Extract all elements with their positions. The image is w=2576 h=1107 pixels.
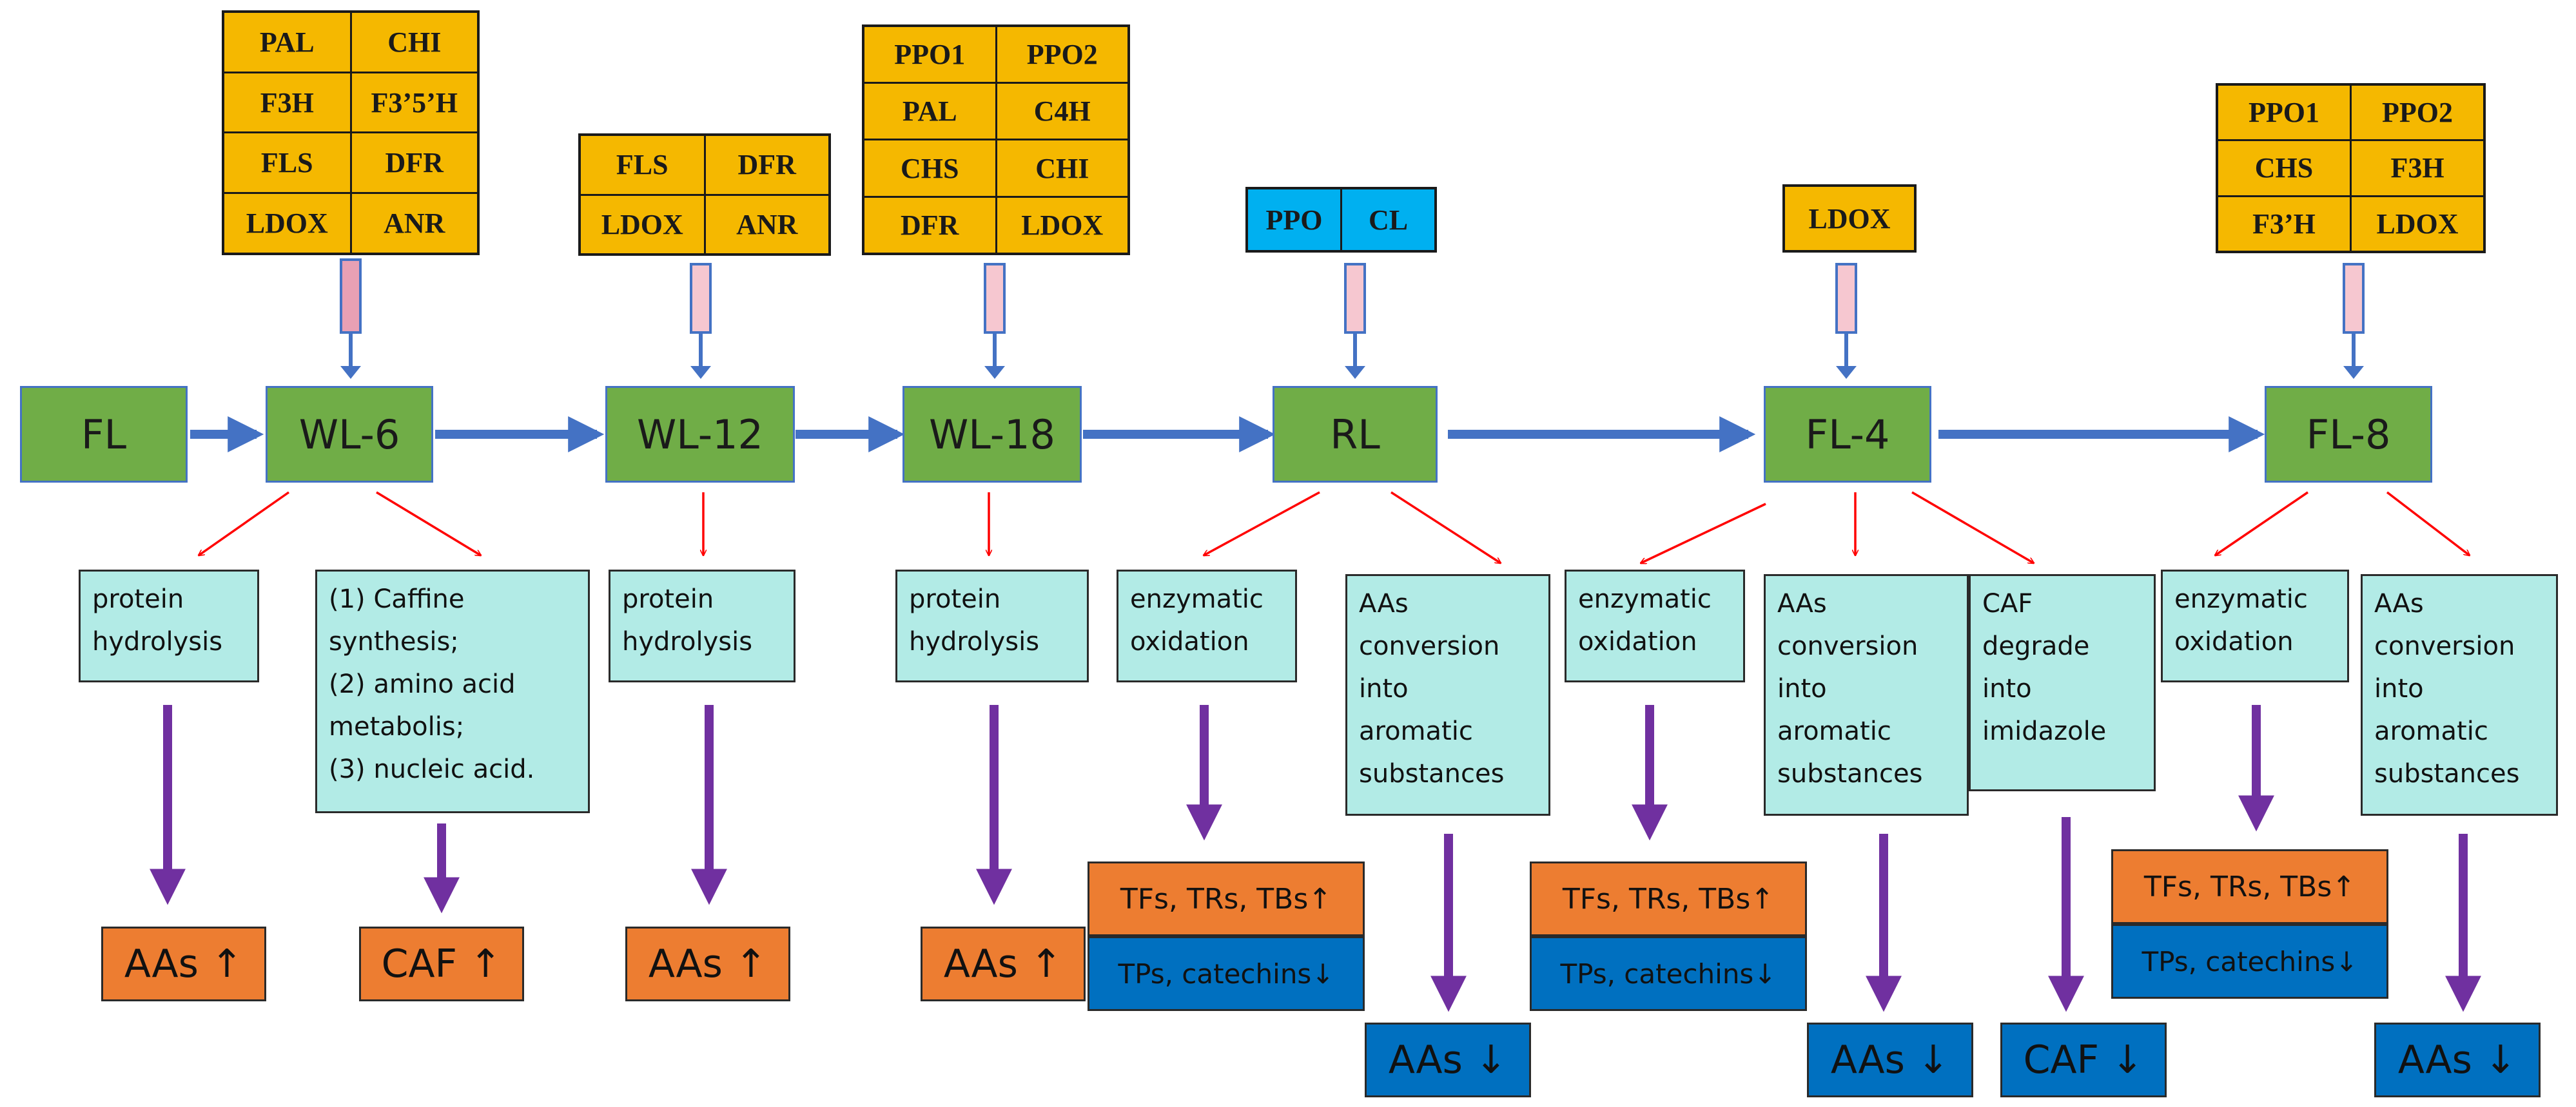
gene-cell: PPO1: [862, 24, 997, 84]
process-fl4-caf-degrade: CAF degrade into imidazole: [1969, 574, 2156, 791]
result-wl6-aas-up: AAs ↑: [101, 927, 266, 1001]
result-rl-tps-down: TPs, catechins↓: [1088, 936, 1365, 1011]
gene-cell: PPO: [1245, 187, 1342, 253]
gene-cell: LDOX: [578, 193, 706, 256]
result-fl4-tfs-up: TFs, TRs, TBs↑: [1530, 862, 1807, 936]
result-wl6-caf-up: CAF ↑: [359, 927, 524, 1001]
stage-fl4: FL-4: [1764, 386, 1931, 483]
gene-cell: PPO2: [2350, 83, 2486, 142]
gene-cell: F3’5’H: [349, 71, 480, 134]
stage-wl18: WL-18: [903, 386, 1082, 483]
gene-arrows: [340, 258, 2365, 379]
result-fl8-tps-down: TPs, catechins↓: [2111, 924, 2388, 999]
process-wl6-caffeine-synthesis: (1) Caffine synthesis; (2) amino acid me…: [315, 570, 590, 813]
gene-cell: CL: [1340, 187, 1437, 253]
result-wl12-aas-up: AAs ↑: [625, 927, 790, 1001]
stage-fl: FL: [20, 386, 188, 483]
gene-cell: DFR: [703, 133, 831, 196]
result-fl4-caf-down: CAF ↓: [2000, 1023, 2167, 1097]
gene-cell: F3H: [2350, 139, 2486, 197]
process-rl-enzymatic-oxidation: enzymatic oxidation: [1117, 570, 1297, 682]
branch-arrows: [199, 491, 2470, 564]
gene-cell: ANR: [349, 192, 480, 255]
process-fl4-enzymatic-oxidation: enzymatic oxidation: [1565, 570, 1745, 682]
process-wl12-protein-hydrolysis: protein hydrolysis: [609, 570, 795, 682]
gene-table-fl4: LDOX: [1782, 184, 1917, 253]
gene-cell: LDOX: [2350, 195, 2486, 253]
gene-cell: CHS: [862, 139, 997, 198]
process-wl6-protein-hydrolysis: protein hydrolysis: [79, 570, 259, 682]
gene-cell: LDOX: [995, 195, 1130, 255]
branch-arrow-fl4-a: [1641, 503, 1766, 564]
gene-arrow-wl18: [984, 263, 1006, 379]
process-rl-aas-conversion: AAs conversion into aromatic substances: [1345, 574, 1550, 816]
process-fl8-aas-conversion: AAs conversion into aromatic substances: [2361, 574, 2558, 816]
branch-arrow-fl8-a: [2215, 491, 2308, 555]
result-rl-tfs-up: TFs, TRs, TBs↑: [1088, 862, 1365, 936]
process-fl4-aas-conversion: AAs conversion into aromatic substances: [1764, 574, 1969, 816]
branch-arrow-wl6-b: [376, 491, 481, 557]
gene-cell: C4H: [995, 82, 1130, 141]
stage-wl6: WL-6: [266, 386, 433, 483]
gene-cell: CHI: [995, 139, 1130, 198]
stage-wl12: WL-12: [605, 386, 795, 483]
result-fl8-tfs-up: TFs, TRs, TBs↑: [2111, 849, 2388, 924]
gene-cell: PPO2: [995, 24, 1130, 84]
process-wl18-protein-hydrolysis: protein hydrolysis: [895, 570, 1089, 682]
result-wl18-aas-up: AAs ↑: [921, 927, 1086, 1001]
gene-arrow-fl8: [2343, 263, 2365, 379]
branch-arrow-rl-a: [1204, 491, 1320, 557]
gene-cell: F3’H: [2216, 195, 2352, 253]
gene-cell: PAL: [862, 82, 997, 141]
gene-cell: FLS: [578, 133, 706, 196]
gene-cell: PAL: [222, 10, 352, 73]
stage-rl: RL: [1273, 386, 1438, 483]
gene-arrow-fl4: [1835, 263, 1857, 379]
gene-cell: PPO1: [2216, 83, 2352, 142]
gene-cell: LDOX: [1782, 184, 1917, 253]
result-fl8-aas-down: AAs ↓: [2374, 1023, 2541, 1097]
stage-fl8: FL-8: [2265, 386, 2432, 483]
result-fl4-aas-down: AAs ↓: [1807, 1023, 1973, 1097]
gene-arrow-wl6: [340, 258, 362, 379]
branch-arrow-wl6-a: [199, 491, 290, 555]
process-fl8-enzymatic-oxidation: enzymatic oxidation: [2161, 570, 2349, 682]
gene-cell: DFR: [349, 131, 480, 195]
branch-arrow-rl-b: [1390, 491, 1501, 563]
branch-arrow-fl8-b: [2386, 491, 2470, 555]
gene-cell: FLS: [222, 131, 352, 195]
result-rl-aas-down: AAs ↓: [1365, 1023, 1531, 1097]
gene-arrow-wl12: [690, 263, 712, 379]
gene-row: LDOX: [1782, 184, 1917, 253]
gene-cell: CHI: [349, 10, 480, 73]
gene-cell: LDOX: [222, 192, 352, 255]
gene-arrow-rl: [1344, 263, 1366, 379]
gene-cell: DFR: [862, 195, 997, 255]
gene-cell: F3H: [222, 71, 352, 134]
gene-cell: CHS: [2216, 139, 2352, 197]
branch-arrow-fl4-c: [1911, 491, 2034, 564]
result-fl4-tps-down: TPs, catechins↓: [1530, 936, 1807, 1011]
gene-cell: ANR: [703, 193, 831, 256]
